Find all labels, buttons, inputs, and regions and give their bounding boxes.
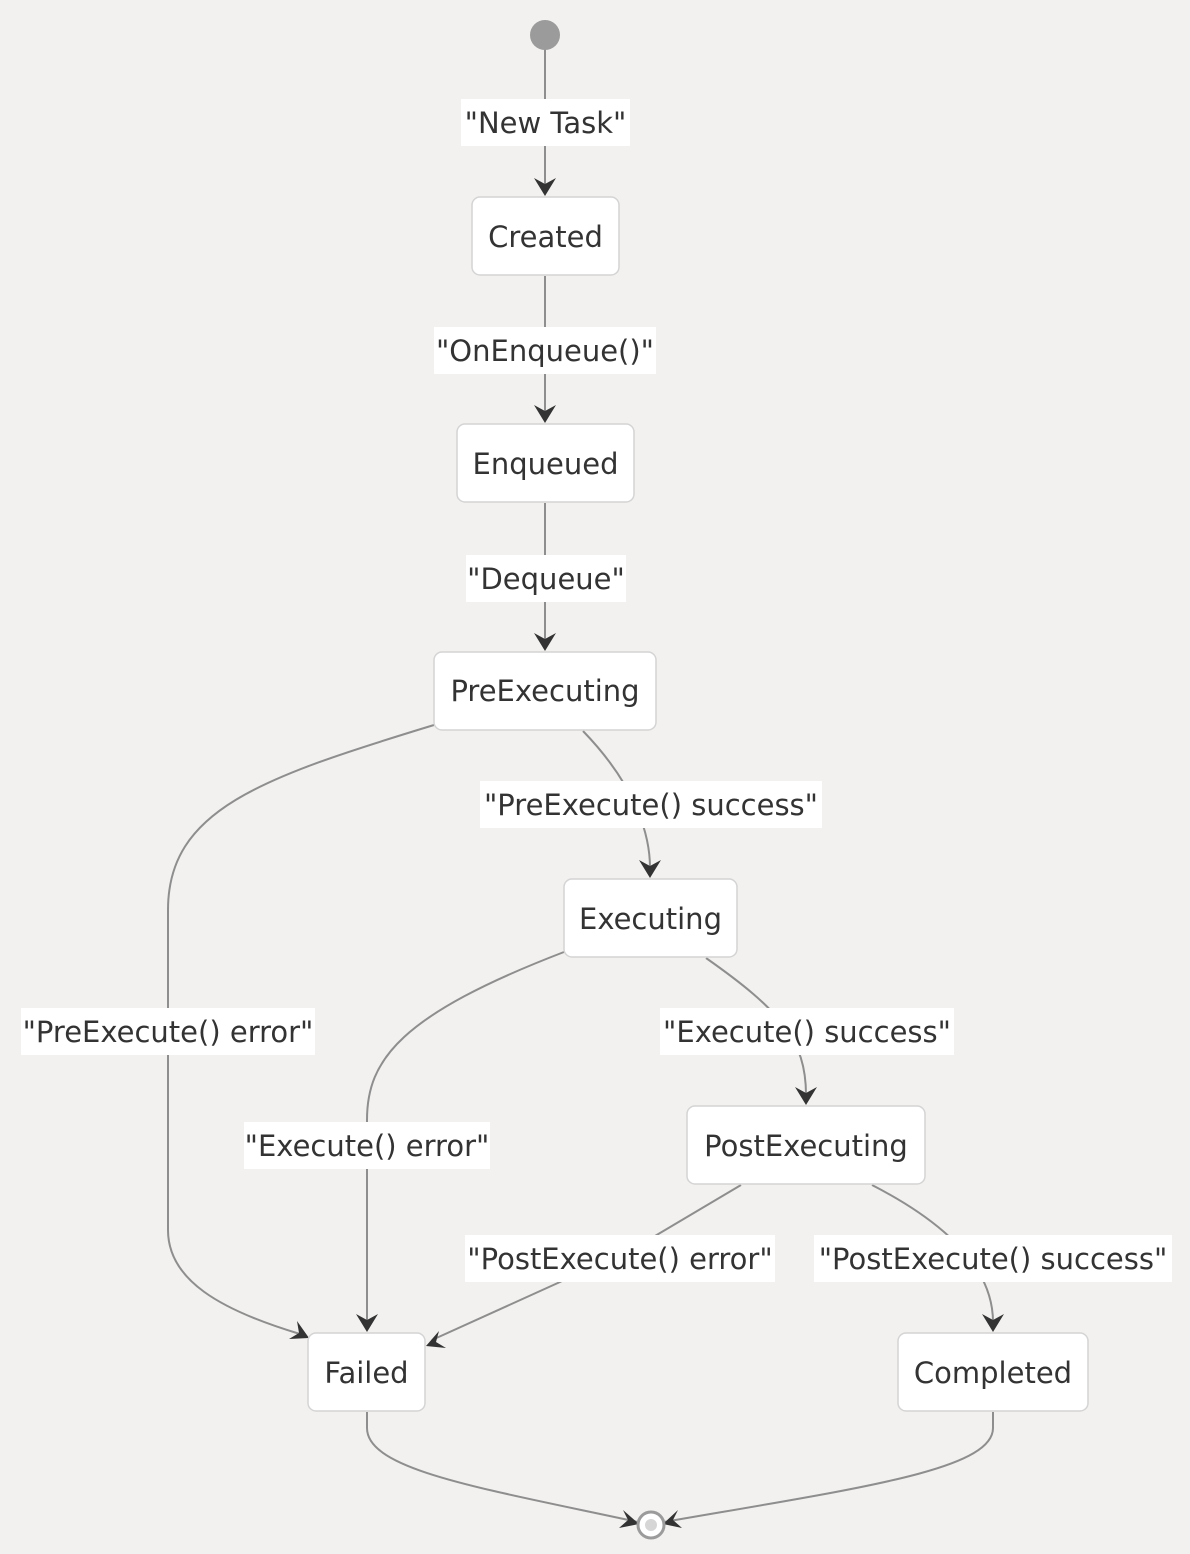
label-postexecute-error: "PostExecute() error" — [465, 1235, 775, 1282]
state-executing-label: Executing — [579, 902, 722, 936]
label-execute-error: "Execute() error" — [244, 1122, 490, 1169]
label-preexecute-error-text: "PreExecute() error" — [23, 1015, 314, 1049]
arrowhead-failed-left — [289, 1321, 309, 1339]
state-completed-label: Completed — [914, 1356, 1072, 1390]
arrowhead-failed-top — [356, 1314, 378, 1332]
edge-labels: "New Task" "OnEnqueue()" "Dequeue" "PreE… — [21, 99, 1172, 1282]
label-preexecute-success: "PreExecute() success" — [480, 781, 822, 828]
state-postexecuting: PostExecuting — [686, 1105, 926, 1185]
state-enqueued-label: Enqueued — [473, 447, 619, 481]
label-postexecute-error-text: "PostExecute() error" — [467, 1242, 772, 1276]
label-preexecute-success-text: "PreExecute() success" — [484, 788, 818, 822]
edge-executing-to-failed — [366, 951, 565, 1322]
label-new-task: "New Task" — [461, 99, 630, 146]
label-postexecute-success-text: "PostExecute() success" — [819, 1242, 1168, 1276]
state-preexecuting: PreExecuting — [433, 651, 657, 731]
state-failed-label: Failed — [324, 1356, 408, 1390]
state-enqueued: Enqueued — [456, 423, 635, 503]
arrowhead-postexecuting — [795, 1087, 817, 1105]
label-execute-success-text: "Execute() success" — [663, 1015, 951, 1049]
label-preexecute-error: "PreExecute() error" — [21, 1008, 315, 1055]
edge-preexecuting-to-failed — [167, 724, 435, 1335]
edge-completed-to-end — [663, 1412, 994, 1523]
arrowhead-end-right — [663, 1510, 682, 1528]
arrowheads — [289, 178, 1004, 1528]
state-nodes: Created Enqueued PreExecuting Executing … — [307, 196, 1089, 1412]
label-new-task-text: "New Task" — [465, 106, 627, 140]
arrowhead-failed-right — [426, 1331, 446, 1348]
arrowhead-executing — [639, 860, 661, 878]
arrowhead-end-left — [619, 1510, 639, 1528]
arrowhead-preexecuting — [534, 633, 556, 651]
label-on-enqueue: "OnEnqueue()" — [434, 327, 656, 374]
state-preexecuting-label: PreExecuting — [450, 674, 639, 708]
label-dequeue-text: "Dequeue" — [467, 562, 625, 596]
state-postexecuting-label: PostExecuting — [704, 1129, 908, 1163]
arrowhead-created — [534, 178, 556, 196]
state-created-label: Created — [488, 220, 603, 254]
label-on-enqueue-text: "OnEnqueue()" — [436, 334, 654, 368]
state-executing: Executing — [563, 878, 738, 958]
label-execute-success: "Execute() success" — [660, 1008, 954, 1055]
arrowhead-enqueued — [534, 405, 556, 423]
start-node — [530, 20, 560, 50]
label-execute-error-text: "Execute() error" — [245, 1129, 490, 1163]
edge-failed-to-end — [366, 1412, 639, 1523]
label-postexecute-success: "PostExecute() success" — [814, 1235, 1172, 1282]
state-created: Created — [471, 196, 620, 276]
end-node — [636, 1510, 666, 1540]
label-dequeue: "Dequeue" — [466, 555, 626, 602]
state-completed: Completed — [897, 1332, 1089, 1412]
arrowhead-completed — [982, 1314, 1004, 1332]
state-failed: Failed — [307, 1332, 426, 1412]
